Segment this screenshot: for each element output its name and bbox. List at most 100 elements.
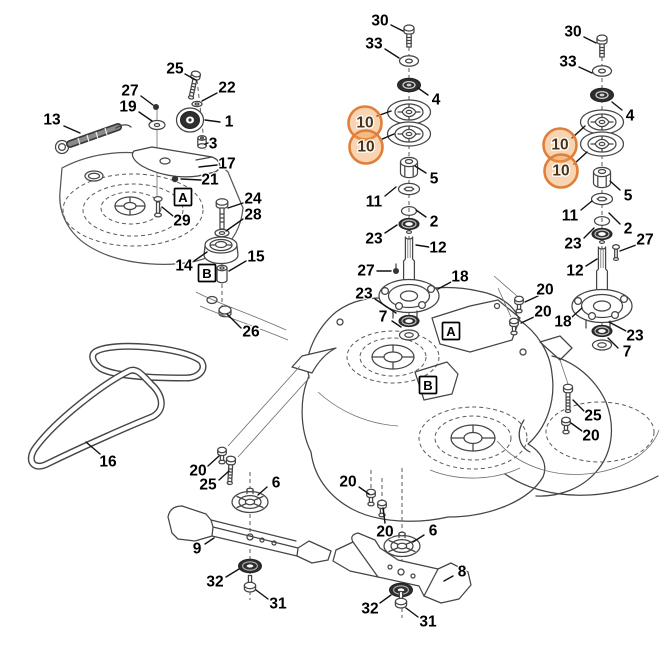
blade-8 (332, 532, 472, 604)
callout-22: 22 (218, 80, 235, 97)
reference-box (173, 187, 193, 207)
callout-25: 25 (584, 408, 602, 425)
callout-25: 25 (199, 477, 217, 494)
leader-line (437, 281, 452, 290)
callout-9: 9 (193, 541, 202, 558)
leader-line (161, 206, 174, 217)
leader-line (608, 321, 627, 332)
callout-17: 17 (218, 156, 235, 173)
callout-28: 28 (244, 207, 262, 224)
reference-box-label: A (446, 324, 456, 339)
callout-23: 23 (564, 236, 582, 253)
callout-30: 30 (564, 24, 581, 41)
callout-32: 32 (206, 574, 223, 591)
callout-15: 15 (247, 249, 265, 266)
tension-spring (54, 123, 132, 155)
callout-2: 2 (430, 214, 439, 231)
nut-27-left (153, 104, 159, 110)
callout-18: 18 (554, 314, 572, 331)
leader-line (415, 244, 430, 248)
nut-21 (171, 175, 179, 183)
leader-line (379, 594, 392, 604)
washer-19 (148, 119, 166, 131)
callout-12: 12 (566, 263, 583, 280)
callout-29: 29 (173, 213, 191, 230)
blade-9 (167, 505, 332, 564)
callout-27: 27 (121, 83, 138, 100)
leader-line (571, 307, 583, 318)
leader-line (608, 212, 621, 225)
bolt-29 (153, 195, 163, 218)
leader-line (414, 165, 427, 174)
callout-20: 20 (339, 474, 356, 491)
callout-16: 16 (99, 454, 117, 471)
callout-32: 32 (361, 601, 378, 618)
leader-line (572, 399, 585, 412)
leader-line (585, 258, 598, 267)
callout-23: 23 (626, 328, 644, 345)
idler-assembly-upper (131, 69, 221, 218)
deck-bolts (217, 295, 574, 518)
leader-line (204, 119, 221, 123)
leader-line (140, 95, 154, 106)
leader-line (391, 320, 402, 328)
callout-20: 20 (534, 304, 551, 321)
leader-line (405, 607, 419, 618)
idler-pulley-14 (203, 236, 239, 265)
callout-23: 23 (355, 286, 373, 303)
bolt-24 (215, 198, 229, 230)
leader-line (417, 87, 429, 96)
callout-27: 27 (636, 232, 653, 249)
callout-26: 26 (242, 324, 260, 341)
callout-11: 11 (366, 194, 383, 211)
highlight-circle (543, 153, 579, 189)
leader-line (184, 73, 197, 81)
nut-26 (218, 305, 232, 318)
leader-line (520, 316, 535, 324)
callout-12: 12 (429, 240, 446, 257)
callout-5: 5 (430, 171, 439, 188)
callout-6: 6 (272, 475, 281, 492)
callout-31: 31 (269, 596, 287, 613)
leader-line (225, 218, 244, 232)
leader-line (255, 589, 269, 600)
leader-line (204, 142, 209, 145)
idler-assembly-lower (195, 198, 289, 341)
reference-box (418, 375, 438, 395)
callout-27: 27 (357, 263, 374, 280)
leader-line (390, 24, 404, 32)
callout-21: 21 (201, 172, 219, 189)
callout-4: 4 (432, 92, 441, 109)
callout-18: 18 (451, 269, 469, 286)
callout-11: 11 (562, 208, 579, 225)
leader-line (85, 441, 101, 455)
callout-13: 13 (43, 112, 61, 129)
leader-line (204, 537, 215, 545)
leader-line (570, 422, 583, 432)
callout-20: 20 (376, 524, 393, 541)
leader-line (227, 202, 244, 209)
callout-6: 6 (429, 523, 438, 540)
leader-line (193, 251, 208, 262)
deck-fragment-right (496, 335, 660, 497)
mower-deck (227, 275, 554, 522)
washer-22 (191, 100, 203, 108)
leader-line (201, 92, 218, 102)
callout-25: 25 (166, 61, 184, 78)
leader-line (384, 48, 400, 59)
reference-box (441, 321, 461, 341)
leader-line (619, 244, 637, 252)
callout-8: 8 (458, 564, 467, 581)
callout-2: 2 (624, 221, 633, 238)
reference-box-label: A (178, 190, 188, 205)
leader-line (583, 227, 595, 239)
callout-7: 7 (379, 309, 388, 326)
leader-line (583, 36, 597, 44)
leader-line (412, 534, 425, 543)
callout-33: 33 (365, 36, 383, 53)
leader-line (226, 313, 242, 329)
leader-line (524, 295, 539, 303)
callout-1: 1 (225, 114, 234, 131)
